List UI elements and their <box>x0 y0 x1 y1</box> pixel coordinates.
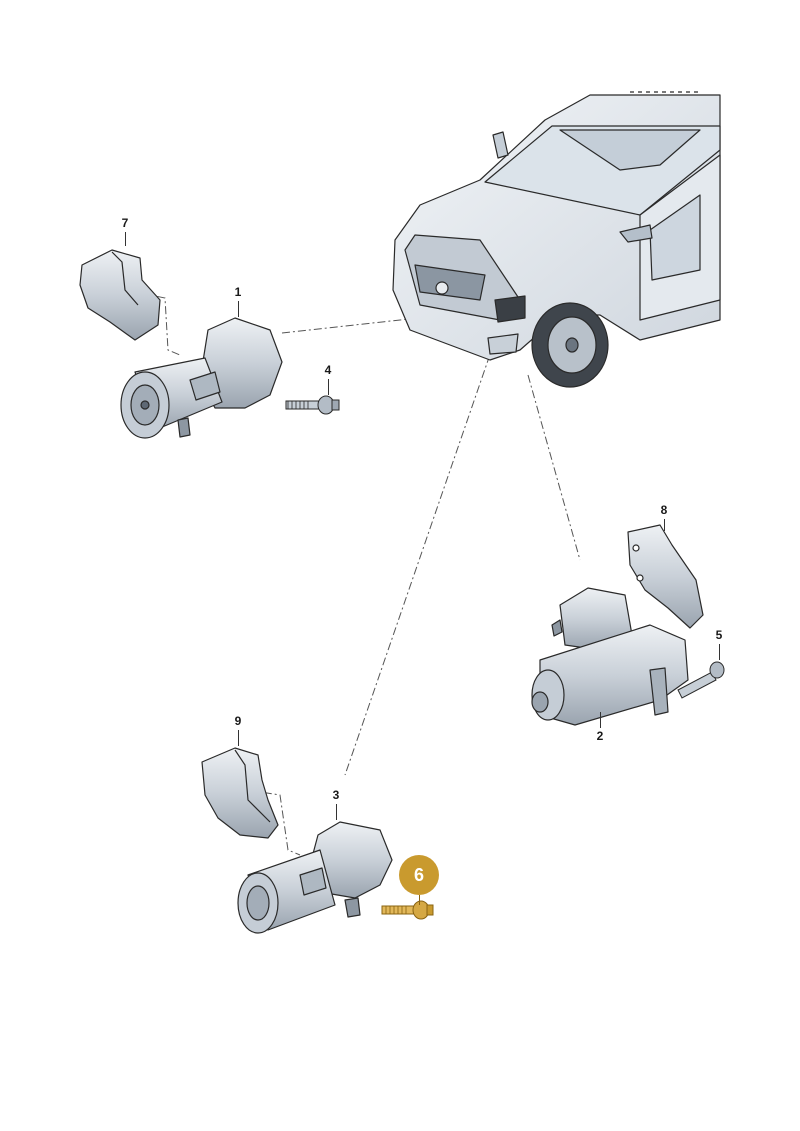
callout-4: 4 <box>324 363 332 377</box>
callout-3: 3 <box>332 788 340 802</box>
callout-1: 1 <box>234 285 242 299</box>
callout-7: 7 <box>121 216 129 230</box>
callout-8: 8 <box>660 503 668 517</box>
starter-motor-1 <box>120 317 283 439</box>
callout-4-leader <box>328 379 329 395</box>
callout-5-leader <box>719 644 720 660</box>
callout-9: 9 <box>234 714 242 728</box>
bolt-5 <box>677 661 725 699</box>
heat-shield-7 <box>79 249 161 341</box>
heat-shield-9 <box>201 747 279 839</box>
callout-2-leader <box>600 712 601 728</box>
callout-6-leader <box>419 895 420 905</box>
callout-3-leader <box>336 804 337 820</box>
callout-8-leader <box>664 519 665 531</box>
starter-motor-3 <box>237 821 393 934</box>
callout-6-highlight-badge[interactable]: 6 <box>399 855 439 895</box>
bolt-4 <box>285 395 340 415</box>
heat-shield-8 <box>627 524 704 629</box>
starter-motor-2 <box>531 587 689 726</box>
bolt-6-highlighted <box>381 900 434 920</box>
callout-7-leader <box>125 232 126 246</box>
callout-2: 2 <box>596 729 604 743</box>
callout-1-leader <box>238 301 239 317</box>
callout-5: 5 <box>715 628 723 642</box>
callout-9-leader <box>238 730 239 746</box>
vehicle-illustration <box>392 91 721 388</box>
